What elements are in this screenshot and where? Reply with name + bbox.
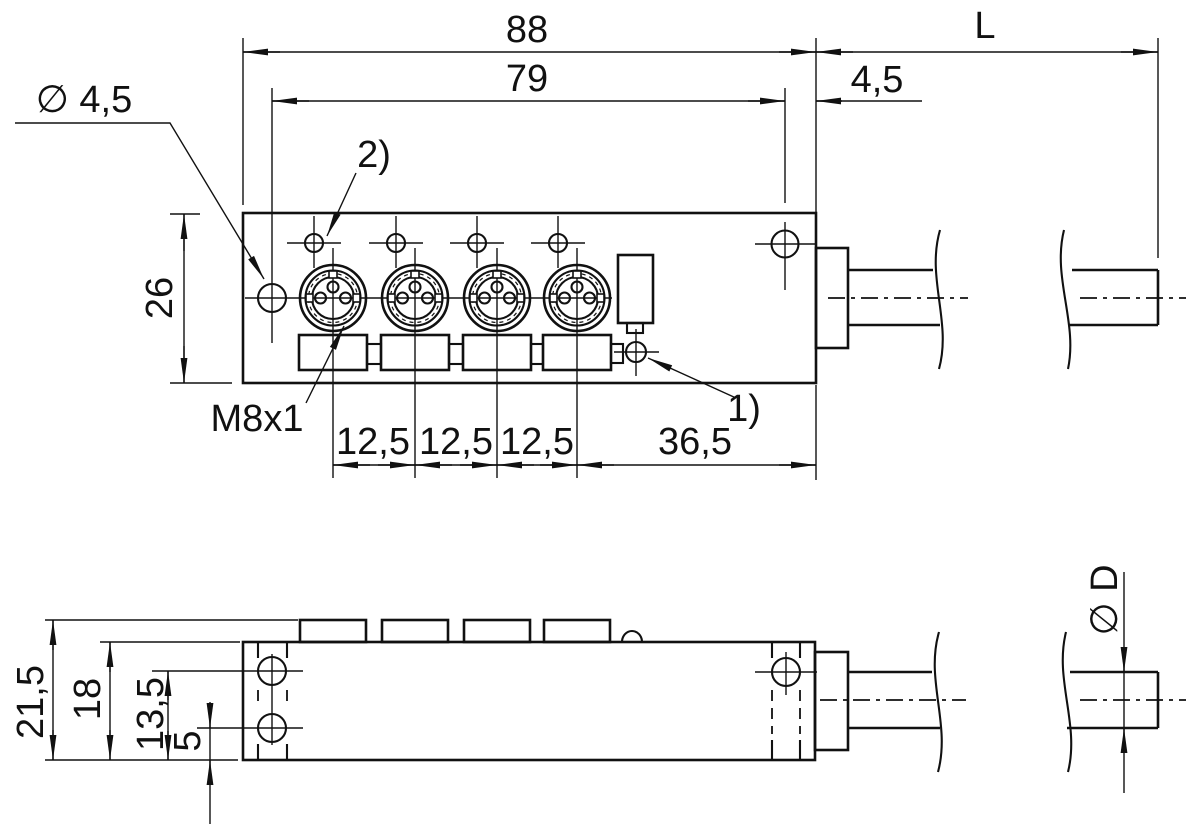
- top-view: 88 79 4,5 L ∅ 4,5 2) 26 M8x1 12,5 12,5 1…: [15, 5, 1186, 480]
- callout-2: 2): [357, 134, 391, 176]
- dim-overall-length: 88: [506, 9, 548, 51]
- dim-body-width: 26: [139, 277, 181, 319]
- dim-overall-height: 21,5: [10, 665, 52, 739]
- side-view: 21,5 18 13,5 5 ∅ D: [10, 564, 1186, 824]
- side-view-cable: [813, 631, 1160, 773]
- side-view-left-holes: [256, 642, 289, 760]
- side-view-port-bases: [298, 618, 644, 644]
- break-line: [933, 631, 943, 773]
- dim-cable-diameter: ∅ D: [1084, 564, 1126, 635]
- side-view-extension-lines: [45, 572, 1125, 824]
- m8-port-3: [462, 263, 532, 333]
- label-port-thread: M8x1: [211, 398, 304, 440]
- dim-hole-spacing: 79: [506, 58, 548, 100]
- m8-port-2: [380, 263, 450, 333]
- mounting-hole-right: [770, 229, 800, 259]
- leader-hole-diameter: [15, 122, 265, 280]
- dim-hole-to-edge: 4,5: [851, 59, 904, 101]
- top-view-extension-lines: [170, 38, 1159, 480]
- side-view-dimension-arrows: [49, 620, 1128, 785]
- dim-upper-hole-height: 13,5: [130, 677, 172, 751]
- m8-port-4: [542, 263, 612, 333]
- leader-callout-1: [647, 357, 737, 399]
- label-hole-diameter: ∅ 4,5: [36, 79, 132, 121]
- dim-lower-hole-height: 5: [167, 730, 209, 751]
- led-indicators: [303, 232, 569, 254]
- break-line: [1059, 229, 1072, 370]
- dim-port-pitch-2: 12,5: [419, 421, 493, 463]
- side-view-plug-bump: [620, 630, 644, 643]
- dim-last-port-to-edge: 36,5: [658, 421, 732, 463]
- mounting-hole-left: [256, 282, 288, 314]
- top-view-leaders: [15, 122, 737, 404]
- side-view-right-hole: [770, 642, 802, 760]
- dim-port-pitch-3: 12,5: [500, 421, 574, 463]
- callout-1: 1): [727, 388, 761, 430]
- side-view-body-outline: [241, 640, 817, 762]
- component-and-plug: [616, 253, 655, 364]
- break-line: [934, 229, 944, 370]
- port-label-plates: [297, 333, 625, 372]
- dim-cable-length: L: [974, 5, 995, 47]
- break-line: [1061, 631, 1073, 773]
- leader-thread: [305, 325, 345, 404]
- dim-body-height: 18: [67, 678, 109, 720]
- top-view-dimension-arrows: [180, 48, 1158, 469]
- dim-port-pitch-1: 12,5: [336, 421, 410, 463]
- leader-callout-2: [326, 172, 357, 237]
- top-view-cable: [814, 229, 1160, 370]
